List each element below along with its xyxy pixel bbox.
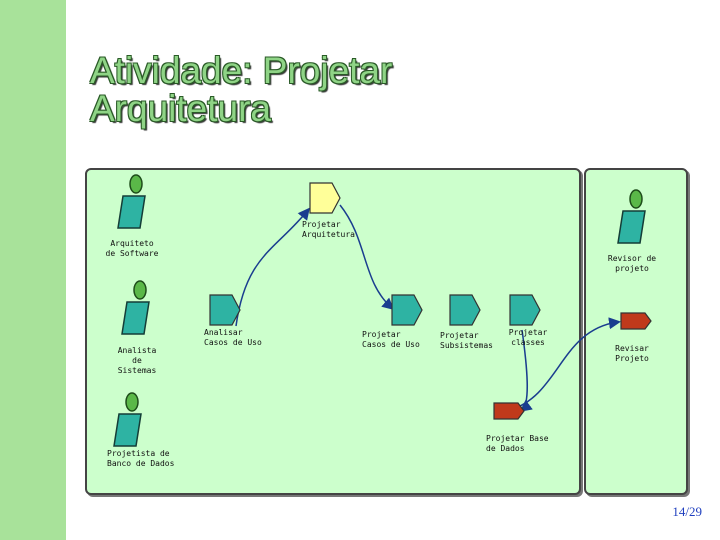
flow-arrow-analyze-to-architecture <box>235 207 310 327</box>
activity-design-use-cases-shape[interactable] <box>391 294 423 326</box>
activity-design-subsystems-shape[interactable] <box>449 294 481 326</box>
role-label-database-designer: Projetista de Banco de Dados <box>107 449 175 468</box>
flow-arrow-architecture-to-use-cases <box>339 204 395 310</box>
activity-design-classes-shape[interactable] <box>509 294 541 326</box>
role-icon-project-reviewer <box>617 189 646 244</box>
slide-title-line-1: Atividade: Projetar <box>90 50 393 91</box>
slide-title-line-2: Arquitetura <box>90 88 271 129</box>
left-sidebar-band <box>0 0 66 540</box>
activity-label-design-use-cases: Projetar Casos de Uso <box>362 330 420 349</box>
activity-analyze-use-cases-shape[interactable] <box>209 294 241 326</box>
role-icon-systems-analyst <box>121 280 150 335</box>
activity-review-design-shape[interactable] <box>620 312 652 330</box>
role-label-systems-analyst: Analista de Sistemas <box>117 346 157 375</box>
role-icon-software-architect <box>117 174 146 229</box>
activity-design-database-shape[interactable] <box>493 402 525 420</box>
role-label-software-architect: Arquiteto de Software <box>105 239 159 258</box>
activity-label-design-classes: Projetar classes <box>508 328 548 347</box>
activity-label-analyze-use-cases: Analisar Casos de Uso <box>204 328 262 347</box>
roles-panel <box>85 168 581 495</box>
activity-label-design-architecture: Projetar Arquitetura <box>302 220 355 239</box>
role-icon-database-designer <box>113 392 142 447</box>
flow-arrow-database-to-review <box>509 317 621 411</box>
role-label-project-reviewer: Revisor de projeto <box>607 254 657 273</box>
slide-title: Atividade: Projetar Arquitetura <box>90 52 392 128</box>
page-number: 14/29 <box>672 504 702 519</box>
flow-arrow-classes-to-database <box>519 329 533 412</box>
activity-label-design-database: Projetar Base de Dados <box>486 434 549 453</box>
activity-label-design-subsystems: Projetar Subsistemas <box>440 331 493 350</box>
activity-design-architecture-shape[interactable] <box>309 182 341 214</box>
activity-label-review-design: Revisar Projeto <box>615 344 649 363</box>
